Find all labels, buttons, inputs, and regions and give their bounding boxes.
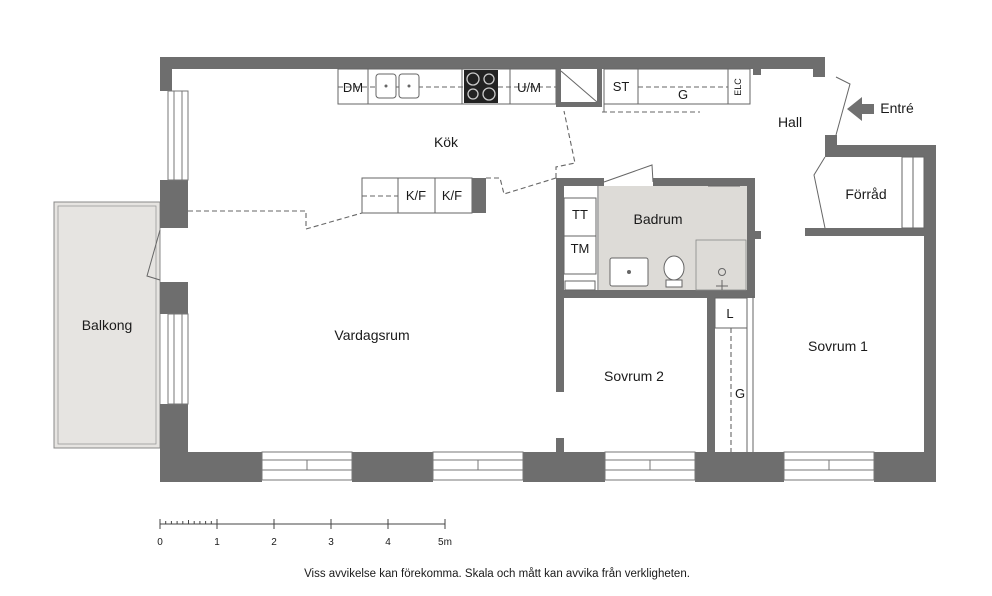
room-label-balcony: Balkong [82, 317, 133, 333]
entrance-door[interactable] [835, 76, 851, 136]
interior-walls [556, 69, 924, 452]
scale-tick-label: 5m [438, 537, 452, 548]
room-label-bedroom-2: Sovrum 2 [604, 368, 664, 384]
fixture-label-fridge-freezer-2: K/F [442, 188, 462, 203]
room-label-bathroom: Badrum [633, 211, 682, 227]
fixture-label-electric-cabinet: ELC [733, 78, 743, 96]
balcony-door[interactable] [146, 229, 161, 281]
room-label-storage: Förråd [845, 186, 886, 202]
scale-tick-label: 1 [214, 537, 220, 548]
storage-room [813, 156, 925, 229]
toilet [663, 255, 685, 288]
shaft [556, 69, 602, 107]
room-label-hall: Hall [778, 114, 802, 130]
scale-tick-label: 2 [271, 537, 277, 548]
fixture-label-washer: TM [571, 241, 590, 256]
scale-bar: 0 1 2 3 4 5m [157, 519, 452, 548]
fixture-label-dishwasher: DM [343, 80, 363, 95]
room-label-living-room: Vardagsrum [334, 327, 409, 343]
scale-tick-label: 4 [385, 537, 391, 548]
fixture-label-linen: L [726, 306, 733, 321]
fixture-label-dryer: TT [572, 207, 588, 222]
stove [464, 70, 498, 103]
entrance-arrow-icon [847, 97, 874, 121]
windows [167, 90, 875, 481]
exterior-walls [160, 57, 936, 482]
fixture-label-fridge-freezer-1: K/F [406, 188, 426, 203]
fixture-label-wardrobe: G [678, 87, 688, 102]
kitchen-counter [337, 68, 557, 105]
bedroom-closet [714, 296, 754, 452]
kitchen-sink [375, 73, 420, 99]
bathroom-sink [609, 257, 649, 287]
zone-boundaries [188, 110, 700, 230]
shower [695, 239, 747, 291]
room-label-bedroom-1: Sovrum 1 [808, 338, 868, 354]
balcony [53, 201, 161, 449]
bathroom-fixtures [563, 164, 747, 291]
fixture-label-storage-cabinet: ST [613, 79, 630, 94]
scale-tick-label: 0 [157, 537, 163, 548]
room-label-entrance: Entré [880, 100, 914, 116]
storage-cabinets [603, 68, 751, 112]
disclaimer-note: Viss avvikelse kan förekomma. Skala och … [304, 568, 690, 580]
room-label-kitchen: Kök [434, 134, 459, 150]
fridge-freezer-unit [361, 177, 486, 214]
fixture-label-wardrobe-bedroom: G [735, 386, 745, 401]
scale-tick-label: 3 [328, 537, 334, 548]
fixture-label-oven-micro: U/M [517, 80, 541, 95]
